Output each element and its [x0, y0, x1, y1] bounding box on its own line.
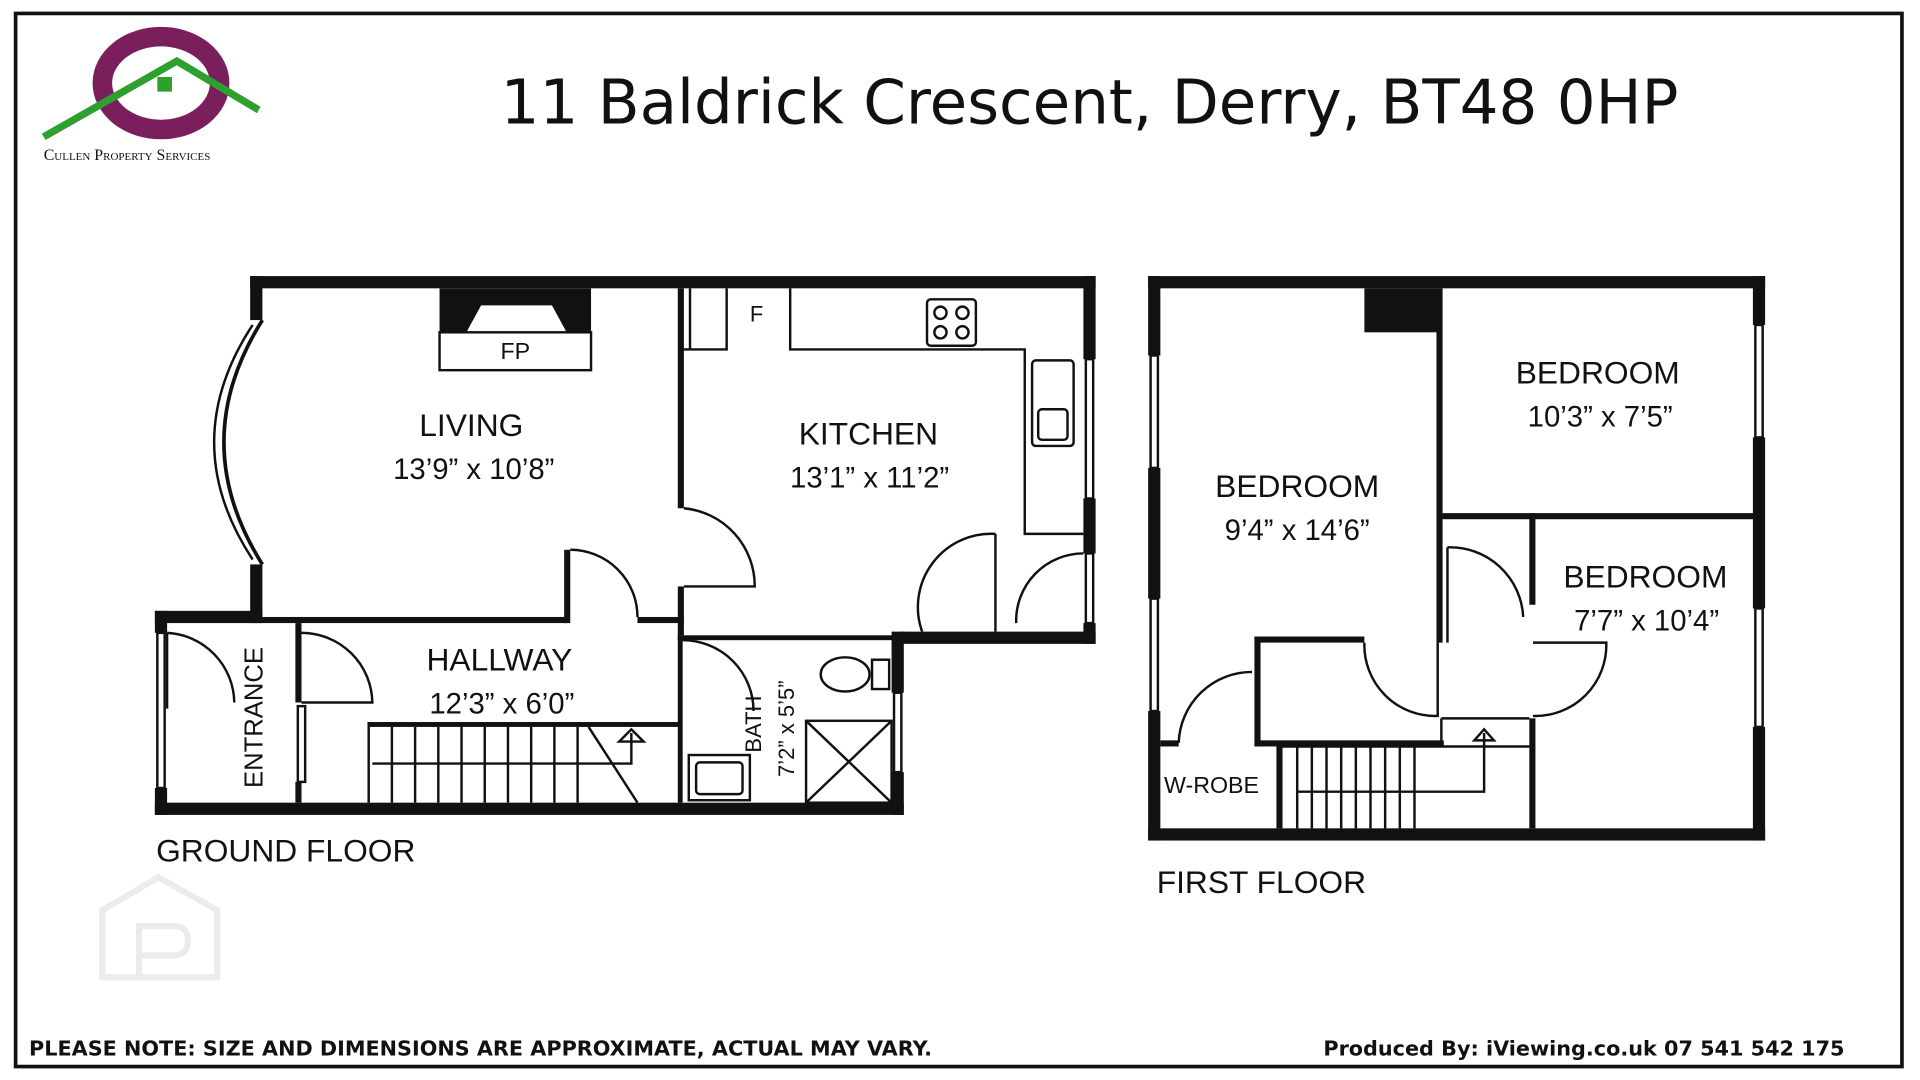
toilet-icon	[819, 656, 871, 693]
room-size-living: 13’9” x 10’8”	[393, 453, 554, 486]
room-name-entrance: ENTRANCE	[240, 647, 268, 788]
room-size-bedroom-1: 9’4” x 14’6”	[1225, 514, 1370, 547]
logo-text: Cullen Property Services	[44, 147, 211, 164]
disclaimer: PLEASE NOTE: SIZE AND DIMENSIONS ARE APP…	[29, 1037, 932, 1061]
page-title: 11 Baldrick Crescent, Derry, BT48 0HP	[501, 67, 1679, 138]
ground-floor-plan: FP F LIVING 13’9” x 10’8” KITCHEN 13’1” …	[154, 276, 1096, 868]
fireplace-label: FP	[500, 338, 530, 364]
ground-floor-label: GROUND FLOOR	[156, 832, 415, 868]
sink-icon	[1030, 359, 1075, 448]
room-name-bedroom-1: BEDROOM	[1215, 468, 1379, 504]
room-name-bedroom-3: BEDROOM	[1563, 559, 1727, 595]
room-name-living: LIVING	[419, 407, 523, 443]
room-size-bedroom-2: 10’3” x 7’5”	[1528, 400, 1673, 433]
ground-stairs	[367, 722, 681, 804]
room-size-bath: 7’2” x 5’5”	[774, 680, 799, 777]
room-name-hallway: HALLWAY	[426, 642, 572, 678]
room-name-wardrobe: W-ROBE	[1164, 772, 1259, 798]
room-name-bedroom-2: BEDROOM	[1516, 355, 1680, 391]
room-name-kitchen: KITCHEN	[799, 416, 938, 452]
first-floor-label: FIRST FLOOR	[1157, 864, 1366, 900]
watermark-logo	[99, 873, 221, 981]
room-size-hallway: 12’3” x 6’0”	[429, 687, 574, 720]
producer-credit: Produced By: iViewing.co.uk 07 541 542 1…	[1323, 1037, 1844, 1061]
shower-icon	[804, 719, 893, 804]
page-border	[13, 11, 1904, 1069]
first-floor-plan: BEDROOM 9’4” x 14’6” BEDROOM 10’3” x 7’5…	[1148, 276, 1766, 900]
room-size-kitchen: 13’1” x 11’2”	[790, 461, 949, 494]
company-logo: Cullen Property Services	[41, 26, 261, 164]
fridge-label: F	[750, 301, 763, 326]
first-stairs	[1282, 717, 1530, 829]
room-name-bath: BATH	[741, 696, 766, 753]
basin-icon	[687, 753, 752, 802]
room-size-bedroom-3: 7’7” x 10’4”	[1574, 604, 1719, 637]
hob-icon	[925, 298, 978, 347]
